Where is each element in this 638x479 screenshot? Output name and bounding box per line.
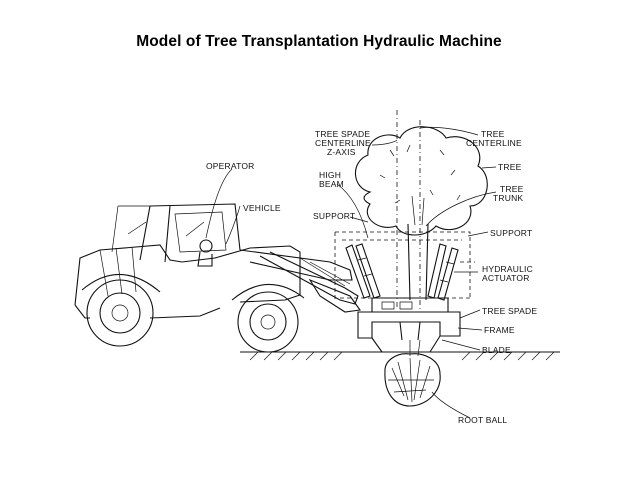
operator-label: OPERATOR — [206, 161, 255, 171]
vehicle — [74, 203, 305, 353]
blade-label: BLADE — [482, 345, 511, 355]
root-ball-label: ROOT BALL — [458, 415, 507, 425]
hydraulic-actuator-label-line1: HYDRAULIC — [482, 264, 533, 274]
vehicle-label: VEHICLE — [243, 203, 281, 213]
tree — [354, 126, 488, 301]
tree-label: TREE — [498, 162, 522, 172]
leader-lines — [205, 126, 497, 419]
tree-trunk-label-line2: TRUNK — [493, 193, 523, 203]
tree-spade-centerline-label-line1: TREE SPADE — [315, 129, 370, 139]
tree-spade — [357, 297, 461, 353]
boom-arm — [239, 249, 361, 313]
centerlines — [396, 110, 421, 310]
high-beam-label-line2: BEAM — [319, 179, 344, 189]
rear-wheel — [86, 279, 154, 347]
hydraulic-actuators — [345, 243, 459, 301]
tree-centerline-label-line2: CENTERLINE — [466, 138, 522, 148]
hydraulic-actuator-label-line2: ACTUATOR — [482, 273, 530, 283]
support-right-label: SUPPORT — [490, 228, 532, 238]
tree-centerline-label-line1: TREE — [481, 129, 505, 139]
support-left-label: SUPPORT — [313, 211, 355, 221]
tree-spade-centerline-label-line3: Z-AXIS — [327, 147, 356, 157]
tree-spade-label: TREE SPADE — [482, 306, 537, 316]
front-wheel — [237, 291, 299, 353]
tree-trunk — [407, 223, 429, 301]
tree-trunk-label-line1: TREE — [500, 184, 524, 194]
high-beam-label-line1: HIGH — [319, 170, 341, 180]
tree-spade-centerline-label-line2: CENTERLINE — [315, 138, 371, 148]
operator-head — [199, 239, 213, 253]
frame-label: FRAME — [484, 325, 515, 335]
ground — [240, 351, 560, 361]
root-ball — [384, 339, 441, 407]
diagram-title: Model of Tree Transplantation Hydraulic … — [136, 33, 502, 50]
